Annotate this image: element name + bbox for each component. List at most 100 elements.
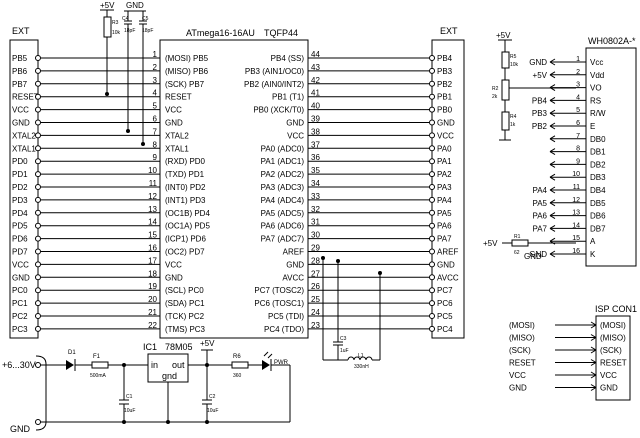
lcd-arrow: [549, 135, 556, 143]
lcd-arrow: [549, 199, 556, 207]
ext-right-pin: [429, 196, 435, 203]
lcd-pin-name: VO: [590, 84, 602, 93]
mcu-pin-number: 33: [311, 192, 320, 201]
mcu-pin-number: 3: [153, 76, 158, 85]
lcd-pin-number: 6: [576, 120, 580, 127]
isp-arrow: [590, 371, 597, 379]
mcu-pin-number: 22: [148, 321, 157, 330]
ext-right-pin: [429, 313, 435, 319]
mcu-pin-name: (SDA) PC1: [165, 299, 205, 308]
ext-right-pin: [429, 55, 435, 61]
isp-arrow: [590, 321, 597, 329]
lcd-pin-name: DB6: [590, 212, 606, 221]
lcd-pin-name: RS: [590, 96, 601, 105]
lcd-pin-name: DB4: [590, 186, 606, 195]
c3-label: C3: [340, 336, 347, 342]
ic1-in: in: [151, 360, 158, 370]
ext-left-pin: [35, 300, 41, 307]
lcd-net-label: GND: [529, 58, 547, 67]
r5-value: 10k: [510, 62, 519, 68]
ic1-out: out: [172, 360, 185, 370]
mcu-pin-number: 4: [153, 89, 158, 98]
mcu-pin-name: PA0 (ADC0): [261, 144, 305, 153]
lcd-arrow: [549, 212, 556, 220]
mcu-pin-name: (ICP1) PD6: [165, 235, 206, 244]
lcd-pin-name: DB5: [590, 199, 606, 208]
mcu-pin-name: PA2 (ADC2): [261, 170, 305, 179]
lcd-arrow: [549, 58, 556, 66]
ext-right-label: PA4: [437, 196, 452, 205]
isp-title: ISP: [595, 304, 610, 314]
mcu-pin-number: 13: [148, 205, 157, 214]
xtal1-junction: [141, 142, 145, 146]
mcu-pin-name: PA3 (ADC3): [261, 183, 305, 192]
d1-diode: [66, 360, 74, 370]
mcu-pin-name: PA1 (ADC1): [261, 157, 305, 166]
mcu-pin-name: VCC: [165, 260, 182, 269]
mcu-pin-number: 6: [153, 115, 158, 124]
pwr-led: [262, 360, 270, 370]
ext-right-label: PA6: [437, 222, 452, 231]
ext-right-pin: [429, 300, 435, 307]
ext-left-connector: EXT PB5PB6PB7RESETVCCGNDXTAL2XTAL1PD0PD1…: [9, 26, 41, 339]
mcu-pin-name: PC5 (TDI): [268, 312, 304, 321]
r4-resistor: [501, 111, 510, 131]
ext-right-label: GND: [437, 260, 455, 269]
bl-gnd-label: GND: [524, 252, 542, 261]
ext-left-label: PB5: [12, 54, 28, 63]
ext-left-label: VCC: [12, 106, 29, 115]
lcd-pin-name: A: [590, 237, 596, 246]
r1-resistor: [511, 239, 529, 247]
mcu-pin-number: 39: [311, 115, 320, 124]
ext-left-label: PC2: [12, 312, 28, 321]
mcu-pin-number: 24: [311, 308, 320, 317]
mcu-pin-number: 9: [153, 153, 158, 162]
isp-pin-name: (SCK): [600, 346, 622, 355]
ext-right-label: PC7: [437, 286, 453, 295]
mcu-pin-name: PB2 (AIN0/INT2): [244, 80, 304, 89]
lcd-net-label: GND: [529, 250, 547, 259]
mcu-pin-number: 15: [148, 231, 157, 240]
ext-left-pin: [35, 106, 41, 113]
lcd-pin-name: Vcc: [590, 58, 603, 67]
ext-right-pin: [429, 67, 435, 74]
mcu-pin-name: GND: [165, 273, 183, 282]
ext-left-label: XTAL1: [12, 144, 36, 153]
ext-left-pin: [35, 274, 41, 281]
ext-right-pin: [429, 93, 435, 100]
mcu-pin-name: PC6 (TOSC1): [254, 299, 304, 308]
mcu-pin-name: XTAL2: [165, 131, 189, 140]
power-supply: +6...30V GND D1 F1 500mA C1 10uF IC1 78M…: [2, 339, 291, 434]
lcd-net-label: PA6: [532, 212, 547, 221]
ext-left-label: RESET: [12, 93, 39, 102]
ext-left-label: PB6: [12, 67, 28, 76]
ext-left-pin: [35, 145, 41, 152]
c4-value: 18pF: [124, 28, 135, 34]
isp-arrow: [590, 346, 597, 354]
mcu-pin-number: 8: [153, 140, 158, 149]
ext-left-label: PD3: [12, 196, 28, 205]
lcd-arrow: [549, 224, 556, 232]
mcu-pin-number: 38: [311, 127, 320, 136]
mcu-pin-number: 16: [148, 244, 157, 253]
ext-left-label: PC3: [12, 325, 28, 334]
lcd-arrow: [549, 122, 556, 130]
isp-net-label: (SCK): [509, 346, 531, 355]
ext-right-label: AVCC: [437, 273, 459, 282]
ext-left-pin: [35, 209, 41, 216]
bl-vcc-label: +5V: [483, 239, 498, 248]
r2-value: 2k: [492, 94, 498, 100]
lcd-pin-number: 11: [573, 184, 580, 191]
isp-arrow: [590, 359, 597, 366]
ic1-gnd: gnd: [162, 371, 177, 381]
mcu-pin-number: 31: [311, 218, 320, 227]
f1-value: 500mA: [90, 373, 107, 379]
mcu-pin-name: (MOSI) PB5: [165, 54, 209, 63]
ext-right-pin: [429, 209, 435, 216]
r3-resistor: [103, 16, 112, 38]
mcu-body: [159, 39, 309, 339]
mcu-pin-number: 20: [148, 295, 157, 304]
mcu-pin-name: (TXD) PD1: [165, 170, 205, 179]
ext-left-pin: [35, 171, 41, 178]
ext-left-pin: [35, 93, 41, 100]
